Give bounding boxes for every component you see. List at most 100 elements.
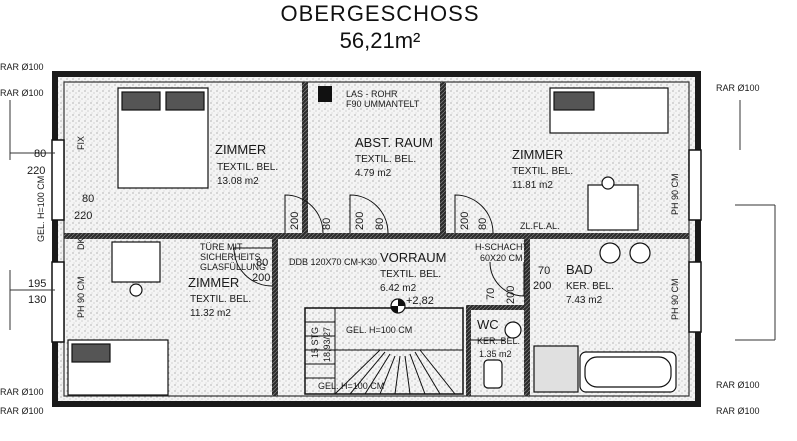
dim-door-abst-h: 200 [354, 212, 366, 230]
dim-rar-top-left-1: RAR Ø100 [0, 62, 44, 72]
room-vorraum-finish: TEXTIL. BEL. [380, 269, 441, 280]
window-right-bottom [688, 261, 702, 333]
note-door-3: GLASFÜLLUNG [200, 262, 266, 272]
room-zimmer1-name: ZIMMER [215, 142, 266, 157]
room-vorraum-name: VORRAUM [380, 250, 446, 265]
room-zimmer1-area: 13.08 m2 [217, 176, 259, 187]
room-zimmer2-name: ZIMMER [512, 147, 563, 162]
plan-area: 56,21m² [339, 28, 421, 53]
dim-win3-h: 130 [28, 294, 46, 306]
room-abst-name: ABST. RAUM [355, 135, 433, 150]
dim-win1-w: 80 [34, 148, 46, 160]
room-wc-name: WC [477, 317, 499, 332]
wall-wc-left [466, 305, 471, 396]
note-shaft: H-SCHACHT [475, 242, 529, 252]
wc-sink [504, 321, 522, 339]
dimension-ticks [9, 100, 776, 341]
room-wc-area: 1.35 m2 [479, 349, 512, 359]
dim-door-wc-w: 70 [485, 288, 497, 300]
note-dk: DK [76, 237, 86, 250]
level-marker [390, 298, 406, 314]
room-abst-finish: TEXTIL. BEL. [355, 154, 416, 165]
staircase [304, 307, 464, 395]
dim-door-zimmer2-w: 80 [477, 218, 489, 230]
doors [233, 194, 525, 341]
window-right-top [688, 149, 702, 221]
note-door-2: SICHERHEITS [200, 252, 261, 262]
dim-rar-bottom-left-1: RAR Ø100 [0, 387, 44, 397]
note-stairs: 15 STG [310, 327, 320, 358]
note-ph-left: PH 90 CM [76, 276, 86, 318]
sink-2 [629, 242, 651, 264]
dim-door-abst-w: 80 [374, 218, 386, 230]
room-zimmer3-name: ZIMMER [188, 275, 239, 290]
desk-zimmer2 [587, 184, 639, 231]
dim-door-bad-h: 200 [533, 280, 551, 292]
wall-wc-top [470, 305, 530, 310]
door-zimmer2-swing [454, 194, 494, 234]
room-vorraum-area: 6.42 m2 [380, 283, 417, 294]
note-hatch: DDB 120X70 CM-K30 [289, 257, 377, 267]
windows [51, 139, 702, 343]
note-shaft-2: F90 UMMANTELT [346, 99, 420, 109]
dim-door-zimmer1-w: 80 [321, 218, 333, 230]
toilet [483, 359, 503, 389]
note-shaft-size: 60X20 CM [480, 253, 523, 263]
room-zimmer3-finish: TEXTIL. BEL. [190, 294, 251, 305]
furniture [67, 87, 677, 396]
sink-1 [599, 242, 621, 264]
dim-rar-top-right: RAR Ø100 [716, 83, 760, 93]
dim-door-bad-w: 70 [538, 265, 550, 277]
door-zimmer3-swing [233, 247, 273, 287]
note-zl-al: ZL.FL.AL. [520, 221, 560, 231]
note-fix: FIX [76, 136, 86, 150]
room-zimmer1-finish: TEXTIL. BEL. [217, 162, 278, 173]
dim-win3-w: 195 [28, 278, 46, 290]
shower [533, 345, 579, 393]
dim-win2-w: 80 [82, 193, 94, 205]
note-railing-bottom: GEL. H=100 CM [318, 381, 384, 391]
plan-title: OBERGESCHOSS [280, 1, 480, 26]
shaft-block [318, 86, 332, 102]
desk-zimmer3 [111, 241, 161, 283]
note-ph-right-top: PH 90 CM [670, 173, 680, 215]
dim-rar-bottom-left-2: RAR Ø100 [0, 406, 44, 416]
wall-v-abst-right [440, 82, 446, 233]
dim-door-zimmer1-h: 200 [289, 212, 301, 230]
dim-rar-top-left-2: RAR Ø100 [0, 88, 44, 98]
wall-v-bad [524, 239, 530, 396]
dim-door-zimmer3-h: 200 [252, 272, 270, 284]
dim-win2-h: 220 [74, 210, 92, 222]
room-bad-area: 7.43 m2 [566, 295, 603, 306]
dim-rar-bottom-right-1: RAR Ø100 [716, 380, 760, 390]
wall-v-zimmer3 [272, 239, 278, 396]
dim-door-zimmer2-h: 200 [459, 212, 471, 230]
room-bad-name: BAD [566, 262, 593, 277]
room-zimmer2-finish: TEXTIL. BEL. [512, 166, 573, 177]
door-zimmer1-swing [284, 194, 324, 234]
room-wc-finish: KER. BEL. [477, 336, 520, 346]
outer-wall [52, 71, 701, 407]
room-zimmer2-area: 11.81 m2 [512, 180, 553, 191]
room-bad-finish: KER. BEL. [566, 281, 614, 292]
window-left-top [51, 139, 65, 221]
note-stairs-size: 18,93/27 [322, 327, 332, 362]
dim-win1-h: 220 [27, 165, 45, 177]
door-abst-swing [349, 194, 389, 234]
door-bad-swing [489, 261, 525, 297]
note-railing: GEL. H=100 CM [346, 325, 412, 335]
dim-rar-bottom-right-2: RAR Ø100 [716, 406, 760, 416]
dim-door-zimmer3-w: 80 [256, 257, 268, 269]
room-zimmer3-area: 11.32 m2 [190, 308, 231, 319]
wall-h-middle [64, 233, 689, 239]
note-ph-right-bottom: PH 90 CM [670, 278, 680, 320]
note-level: +2,82 [406, 295, 434, 307]
dim-door-wc-h: 200 [505, 286, 517, 304]
room-abst-area: 4.79 m2 [355, 168, 392, 179]
window-left-bottom [51, 261, 65, 343]
note-gel-left: GEL. H=100 CM [36, 176, 46, 242]
wall-v-abst-left [302, 82, 308, 233]
note-door-1: TÜRE MIT [200, 242, 243, 252]
note-shaft-1: LAS - ROHR [346, 89, 398, 99]
